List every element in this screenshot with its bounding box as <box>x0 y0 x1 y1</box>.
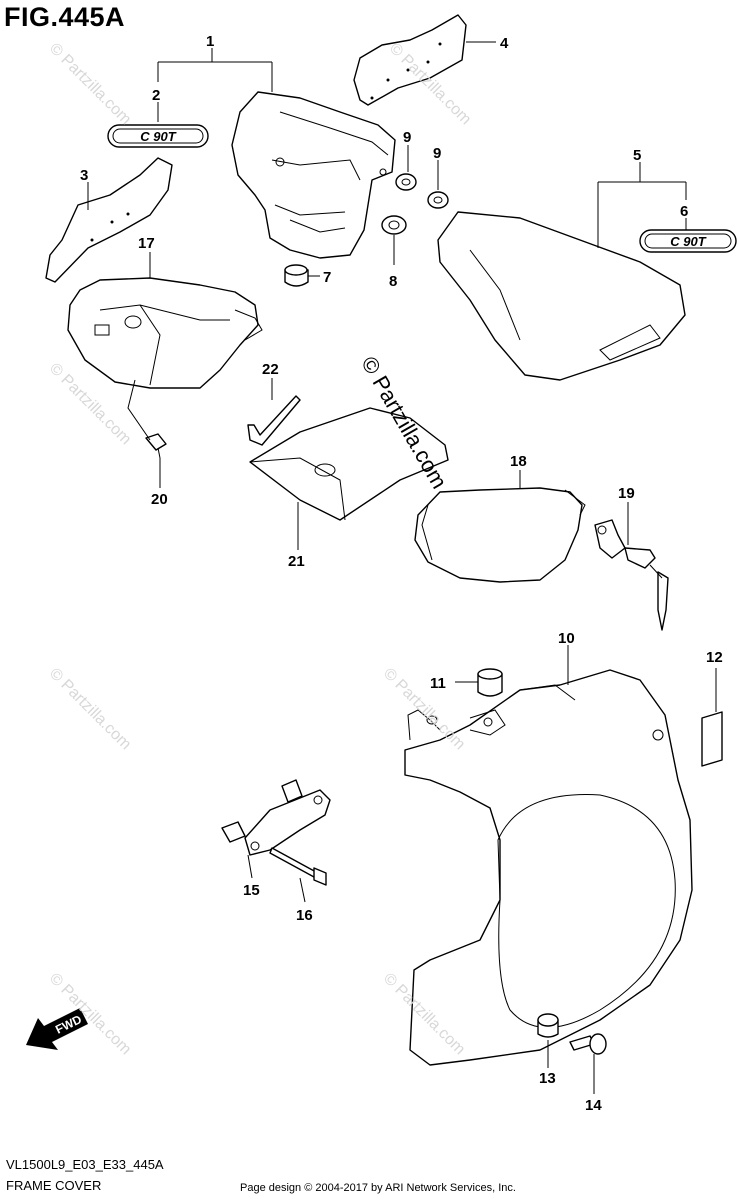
callout-14: 14 <box>585 1097 602 1114</box>
part-16-bolt[interactable] <box>269 847 327 886</box>
part-10-frame-cover-lower[interactable] <box>404 669 693 1066</box>
part-6-emblem[interactable]: C 90T <box>639 229 737 253</box>
part-5-frame-cover-right[interactable] <box>437 211 686 381</box>
callout-9b: 9 <box>433 145 441 162</box>
callout-3: 3 <box>80 167 88 184</box>
svg-text:C 90T: C 90T <box>140 129 176 144</box>
callout-22: 22 <box>262 361 279 378</box>
part-22-hex-wrench[interactable] <box>247 395 301 446</box>
figure-name: FRAME COVER <box>6 1178 102 1193</box>
model-code: VL1500L9_E03_E33_445A <box>6 1157 164 1172</box>
part-1-frame-cover-left[interactable] <box>231 91 396 259</box>
callout-6: 6 <box>680 203 688 220</box>
part-2-emblem[interactable]: C 90T <box>107 124 209 148</box>
leader-lines <box>87 41 717 1094</box>
callout-7: 7 <box>323 269 331 286</box>
callout-labels: 1 2 3 4 5 6 7 8 9 9 10 11 12 13 14 15 16… <box>80 33 723 1114</box>
callout-4: 4 <box>500 35 509 52</box>
part-19-lock-key[interactable] <box>594 519 669 631</box>
callout-11: 11 <box>430 675 446 692</box>
callout-2: 2 <box>152 87 160 104</box>
part-13-grommet[interactable] <box>537 1013 559 1038</box>
callout-18: 18 <box>510 453 527 470</box>
part-3-sticker[interactable] <box>45 157 173 283</box>
svg-text:C 90T: C 90T <box>670 234 706 249</box>
part-9-grommet-b[interactable] <box>427 191 449 209</box>
part-11-grommet[interactable] <box>477 668 503 697</box>
callout-12: 12 <box>706 649 723 666</box>
part-12-label[interactable] <box>701 711 723 767</box>
part-7-cushion[interactable] <box>284 264 309 287</box>
part-15-bracket[interactable] <box>221 779 331 856</box>
part-21-tool-bag[interactable] <box>249 407 449 521</box>
figure-title: FIG.445A <box>4 2 126 32</box>
callout-15: 15 <box>243 882 260 899</box>
callout-21: 21 <box>288 553 305 570</box>
part-4-plate[interactable] <box>353 14 467 106</box>
part-14-bolt[interactable] <box>569 1033 607 1055</box>
callout-16: 16 <box>296 907 313 924</box>
page-credit: Page design © 2004-2017 by ARI Network S… <box>240 1182 516 1194</box>
callout-10: 10 <box>558 630 575 647</box>
callout-13: 13 <box>539 1070 556 1087</box>
callout-5: 5 <box>633 147 641 164</box>
callout-1: 1 <box>206 33 214 50</box>
callout-19: 19 <box>618 485 635 502</box>
callout-17: 17 <box>138 235 155 252</box>
part-17-box[interactable] <box>67 277 263 389</box>
part-20-bolt[interactable] <box>145 433 167 459</box>
callout-9a: 9 <box>403 129 411 146</box>
part-8-grommet[interactable] <box>381 215 407 235</box>
part-18-box[interactable] <box>414 487 586 583</box>
callout-8: 8 <box>389 273 397 290</box>
part-9-grommet-a[interactable] <box>395 173 417 191</box>
callout-20: 20 <box>151 491 168 508</box>
